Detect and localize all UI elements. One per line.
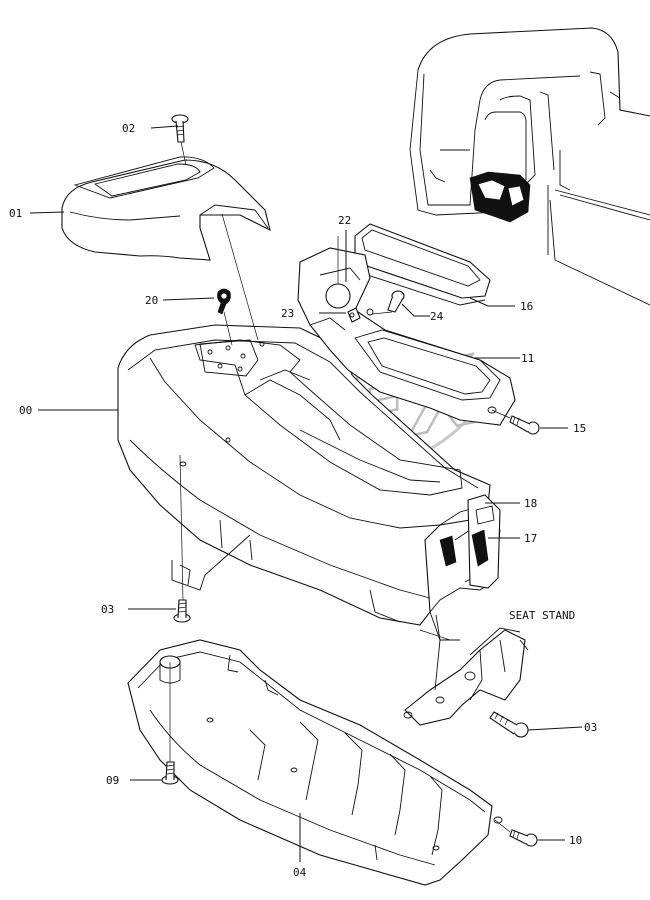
part-20-clip xyxy=(217,288,231,315)
leader-lines xyxy=(29,125,583,862)
label-04: 04 xyxy=(293,866,307,879)
part-23-24-knob-and-switch xyxy=(347,290,405,323)
label-02: 02 xyxy=(122,122,135,135)
assembly-guide-lines xyxy=(169,141,511,833)
part-11-tray-frame xyxy=(297,247,516,426)
label-10: 10 xyxy=(569,834,582,847)
label-seat-stand: SEAT STAND xyxy=(509,609,575,622)
label-22: 22 xyxy=(338,214,351,227)
part-16-armrest-pad xyxy=(351,223,491,306)
part-labels: 02 01 20 00 03 09 04 10 03 22 23 24 16 1… xyxy=(9,122,597,879)
cab-inset-illustration xyxy=(409,27,650,306)
label-09: 09 xyxy=(106,774,119,787)
label-20: 20 xyxy=(145,294,158,307)
label-23: 23 xyxy=(281,307,294,320)
label-18: 18 xyxy=(524,497,537,510)
label-03-right: 03 xyxy=(584,721,597,734)
part-17-18-switch-panel xyxy=(439,494,501,589)
part-09-screw xyxy=(161,761,179,785)
seat-stand-bracket xyxy=(403,611,529,726)
label-24: 24 xyxy=(430,310,444,323)
label-03-left: 03 xyxy=(101,603,114,616)
part-10-screw xyxy=(509,829,538,847)
part-03-bolt-right xyxy=(489,711,529,738)
label-15: 15 xyxy=(573,422,586,435)
label-16: 16 xyxy=(520,300,533,313)
label-17: 17 xyxy=(524,532,537,545)
part-04-under-cover xyxy=(127,639,503,886)
part-01-upper-cover xyxy=(61,156,271,261)
label-00: 00 xyxy=(19,404,32,417)
label-01: 01 xyxy=(9,207,22,220)
part-15-screw xyxy=(509,415,540,435)
part-03-bolt-left xyxy=(173,599,191,623)
part-02-screw xyxy=(171,114,189,143)
label-11: 11 xyxy=(521,352,534,365)
